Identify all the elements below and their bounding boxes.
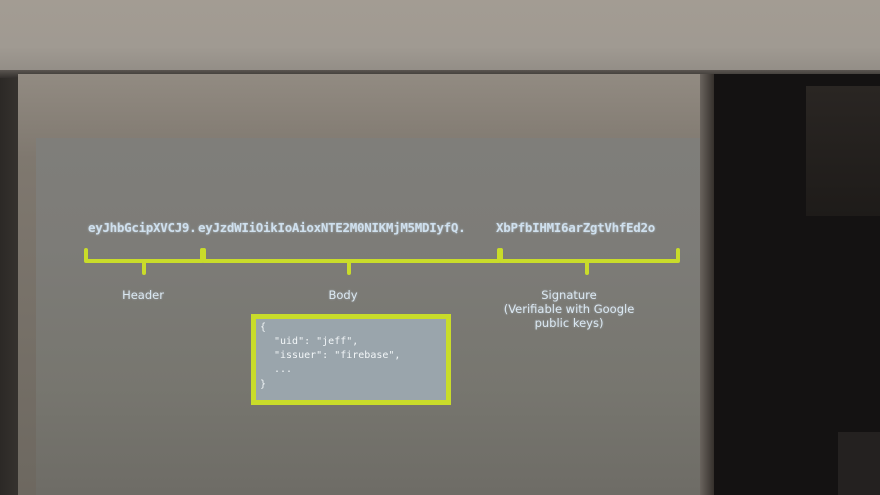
- right-wall-panel: [806, 86, 880, 216]
- json-close-brace: }: [260, 379, 267, 390]
- signature-brace: [499, 248, 680, 275]
- json-line-ellipsis: ...: [274, 364, 293, 375]
- json-payload-box: { "uid": "jeff", "issuer": "firebase", .…: [251, 314, 451, 405]
- json-line-issuer: "issuer": "firebase",: [274, 350, 401, 361]
- signature-label-line1: Signature: [541, 288, 597, 302]
- body-label: Body: [328, 288, 358, 302]
- json-open-brace: {: [260, 322, 267, 333]
- signature-label: Signature (Verifiable with Google public…: [484, 288, 654, 330]
- room-ceiling: [0, 0, 880, 78]
- header-label: Header: [122, 288, 164, 302]
- header-brace: [84, 248, 204, 275]
- token-signature-text: XbPfbIHMI6arZgtVhfEd2o: [496, 220, 655, 235]
- wall-edge: [700, 74, 714, 495]
- signature-label-line2: (Verifiable with Google: [503, 302, 635, 316]
- json-line-uid: "uid": "jeff",: [274, 336, 359, 347]
- signature-label-line3: public keys): [534, 316, 604, 330]
- token-body-text: eyJzdWIiOikIoAioxNTE2M0NIKMjM5MDIyfQ.: [198, 220, 466, 235]
- body-brace: [202, 248, 501, 275]
- right-lower-panel: [838, 432, 880, 495]
- token-header-text: eyJhbGcipXVCJ9.: [88, 220, 197, 235]
